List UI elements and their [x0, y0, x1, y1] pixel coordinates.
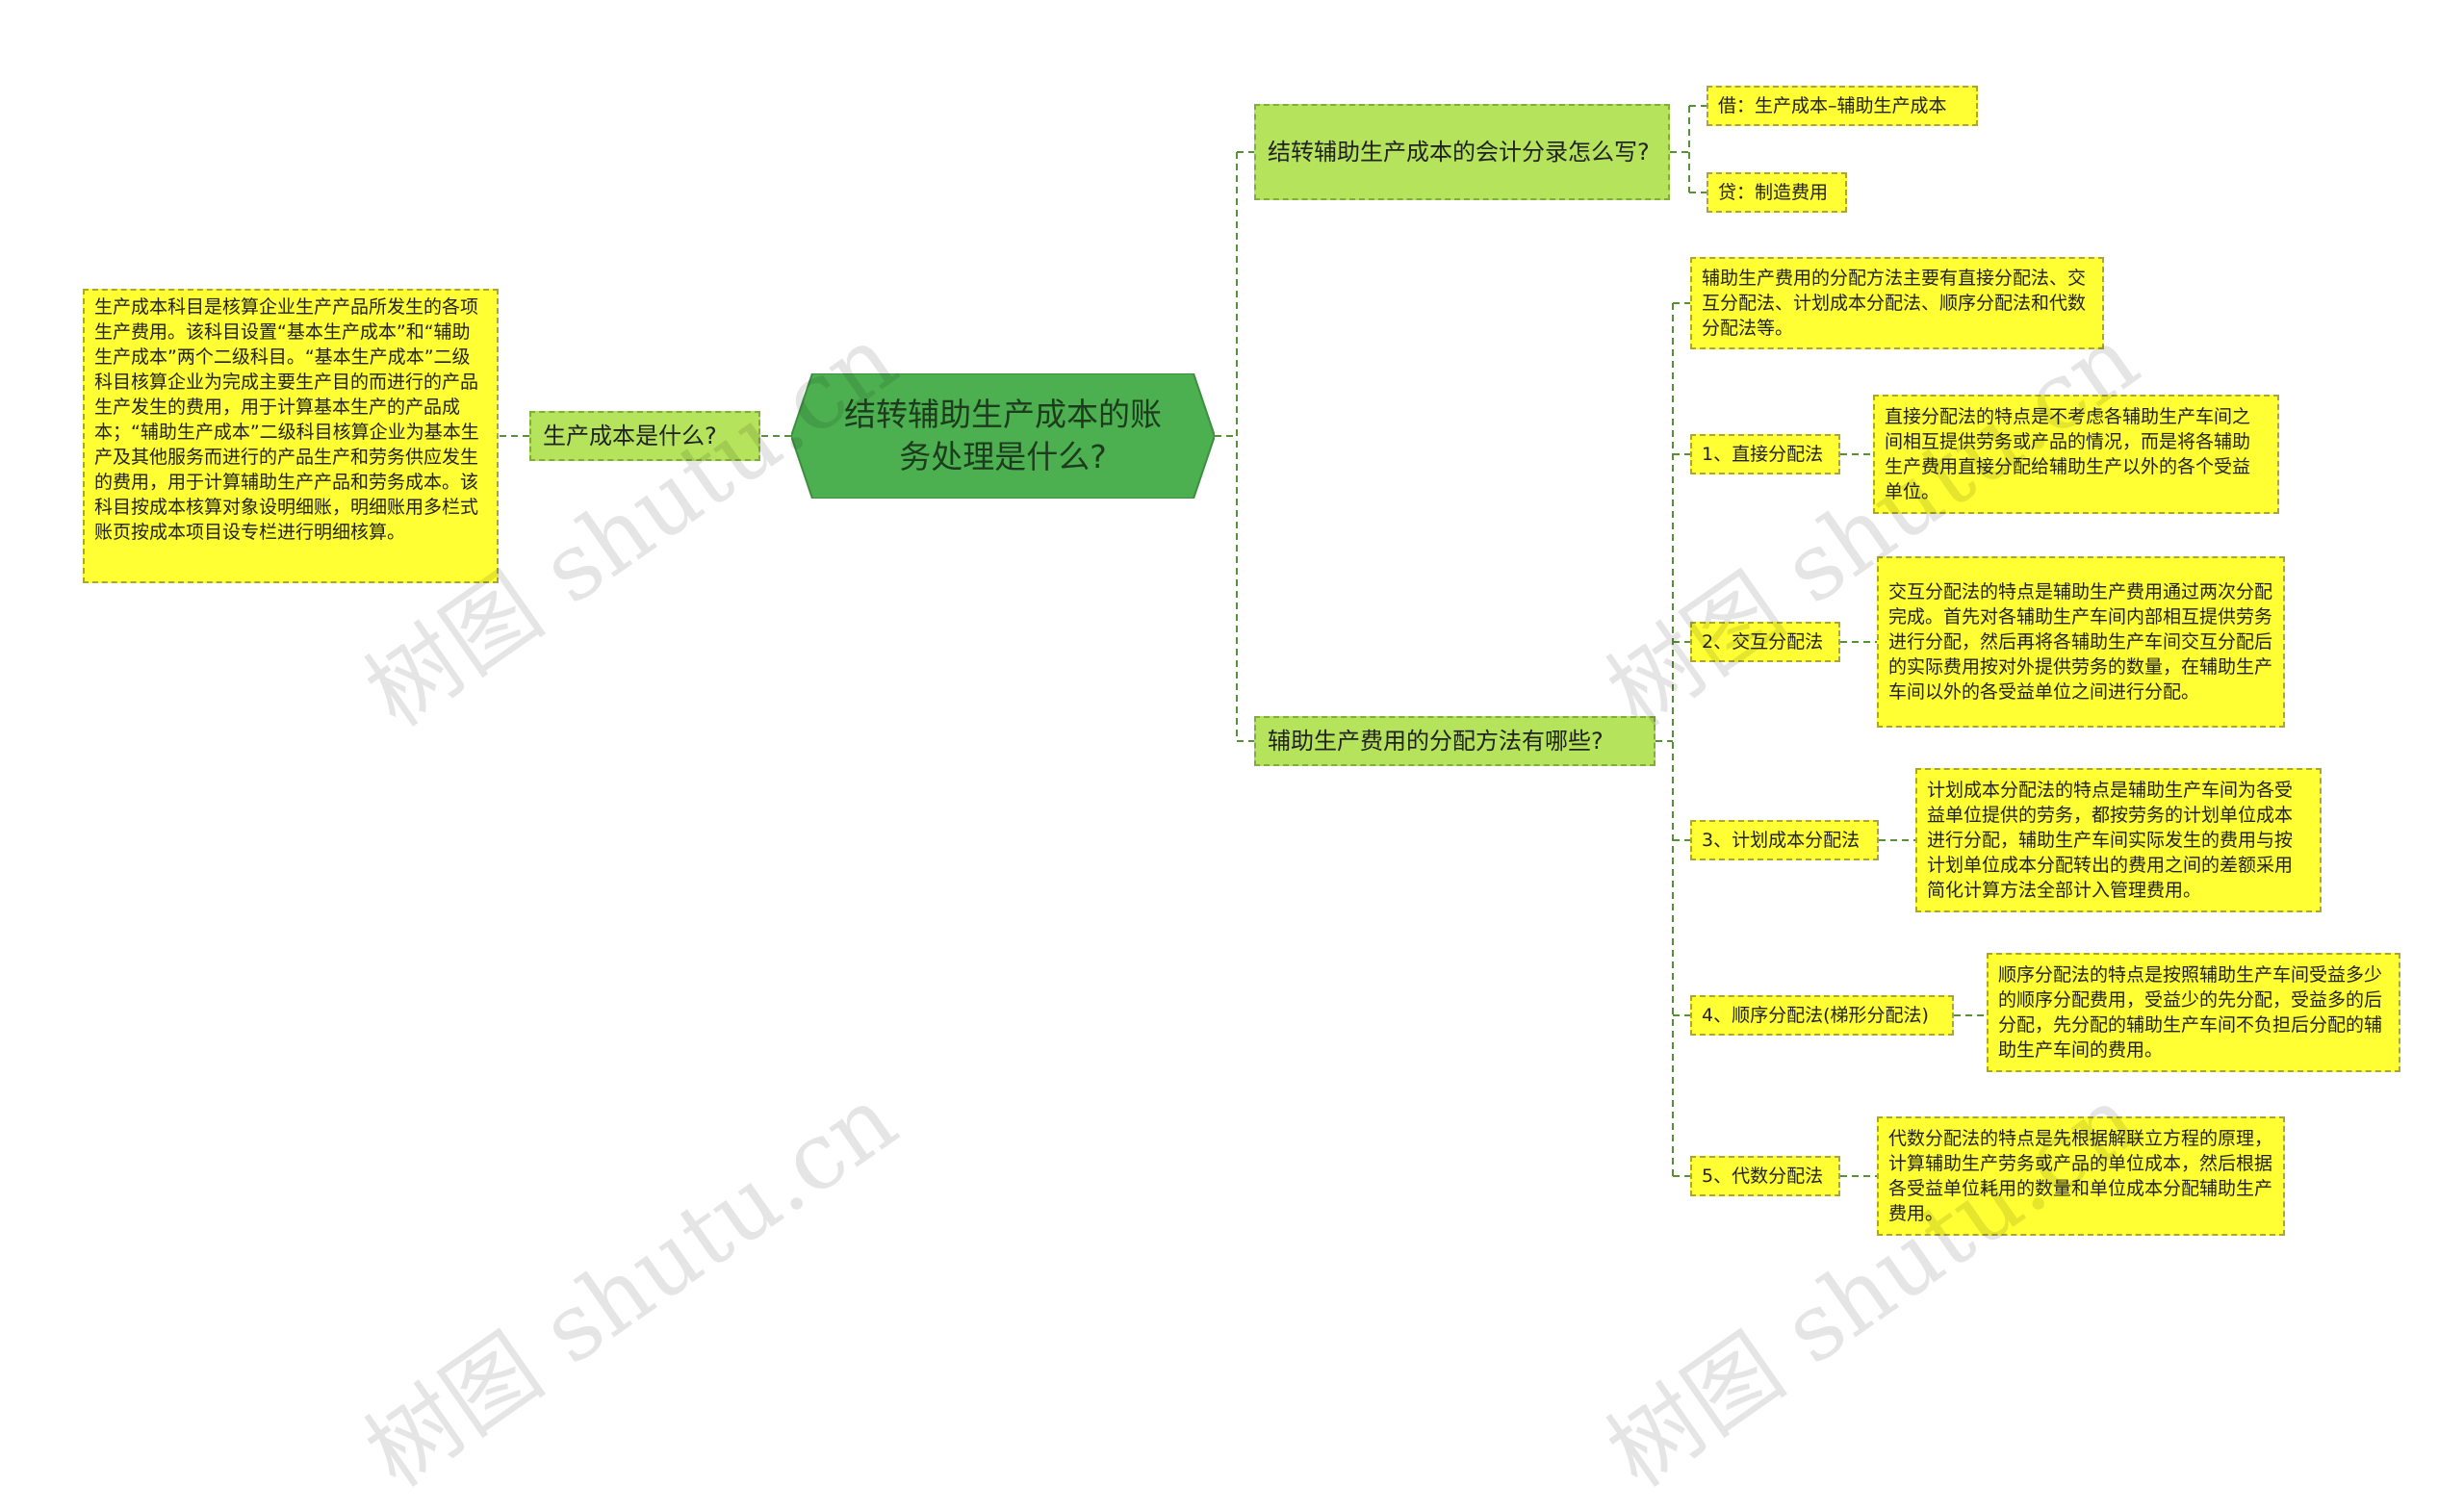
topic-what-is-production-cost[interactable]: 生产成本是什么?: [529, 411, 760, 461]
detail-text: 代数分配法的特点是先根据解联立方程的原理，计算辅助生产劳务或产品的单位成本，然后…: [1888, 1128, 2273, 1224]
detail-planned-cost[interactable]: 计划成本分配法的特点是辅助生产车间为各受益单位提供的劳务，都按劳务的计划单位成本…: [1915, 768, 2322, 912]
method-algebraic[interactable]: 5、代数分配法: [1690, 1156, 1840, 1196]
method-label: 1、直接分配法: [1702, 444, 1824, 465]
detail-text: 计划成本分配法的特点是辅助生产车间为各受益单位提供的劳务，都按劳务的计划单位成本…: [1927, 780, 2294, 901]
detail-sequential[interactable]: 顺序分配法的特点是按照辅助生产车间受益多少的顺序分配费用，受益少的先分配，受益多…: [1987, 953, 2400, 1072]
topic-journal-entry[interactable]: 结转辅助生产成本的会计分录怎么写?: [1254, 104, 1670, 200]
topic-label: 结转辅助生产成本的会计分录怎么写?: [1268, 139, 1650, 166]
leaf-text: 借：生产成本–辅助生产成本: [1718, 95, 1947, 116]
method-label: 2、交互分配法: [1702, 631, 1824, 653]
mind-map-canvas: 结转辅助生产成本的账务处理是什么? 生产成本是什么? 生产成本科目是核算企业生产…: [83, 86, 2400, 1507]
connector-lines: [499, 105, 1987, 1177]
detail-reciprocal[interactable]: 交互分配法的特点是辅助生产费用通过两次分配完成。首先对各辅助生产车间内部相互提供…: [1877, 556, 2285, 728]
root-label: 结转辅助生产成本的账务处理是什么?: [844, 396, 1162, 475]
method-sequential[interactable]: 4、顺序分配法(梯形分配法): [1690, 995, 1954, 1036]
leaf-debit[interactable]: 借：生产成本–辅助生产成本: [1707, 86, 1978, 126]
topic-label: 辅助生产费用的分配方法有哪些?: [1268, 728, 1604, 755]
method-direct[interactable]: 1、直接分配法: [1690, 434, 1840, 474]
method-reciprocal[interactable]: 2、交互分配法: [1690, 622, 1840, 662]
detail-text: 交互分配法的特点是辅助生产费用通过两次分配完成。首先对各辅助生产车间内部相互提供…: [1888, 581, 2273, 703]
detail-text: 生产成本科目是核算企业生产产品所发生的各项生产费用。该科目设置“基本生产成本”和…: [94, 296, 479, 543]
detail-production-cost[interactable]: 生产成本科目是核算企业生产产品所发生的各项生产费用。该科目设置“基本生产成本”和…: [83, 289, 499, 583]
topic-allocation-methods[interactable]: 辅助生产费用的分配方法有哪些?: [1254, 716, 1656, 766]
leaf-methods-intro[interactable]: 辅助生产费用的分配方法主要有直接分配法、交互分配法、计划成本分配法、顺序分配法和…: [1690, 257, 2104, 349]
method-label: 4、顺序分配法(梯形分配法): [1702, 1005, 1929, 1026]
leaf-text: 辅助生产费用的分配方法主要有直接分配法、交互分配法、计划成本分配法、顺序分配法和…: [1702, 268, 2087, 339]
detail-text: 顺序分配法的特点是按照辅助生产车间受益多少的顺序分配费用，受益少的先分配，受益多…: [1998, 964, 2383, 1061]
method-label: 3、计划成本分配法: [1702, 830, 1861, 851]
root-shape: [791, 373, 1215, 499]
root-topic[interactable]: 结转辅助生产成本的账务处理是什么?: [791, 373, 1215, 499]
detail-algebraic[interactable]: 代数分配法的特点是先根据解联立方程的原理，计算辅助生产劳务或产品的单位成本，然后…: [1877, 1116, 2285, 1236]
leaf-text: 贷：制造费用: [1718, 182, 1829, 203]
method-planned-cost[interactable]: 3、计划成本分配法: [1690, 820, 1879, 860]
topic-label: 生产成本是什么?: [543, 423, 717, 449]
method-label: 5、代数分配法: [1702, 1166, 1824, 1187]
detail-text: 直接分配法的特点是不考虑各辅助生产车间之间相互提供劳务或产品的情况，而是将各辅助…: [1885, 406, 2251, 502]
leaf-credit[interactable]: 贷：制造费用: [1707, 172, 1847, 213]
detail-direct[interactable]: 直接分配法的特点是不考虑各辅助生产车间之间相互提供劳务或产品的情况，而是将各辅助…: [1873, 395, 2279, 514]
